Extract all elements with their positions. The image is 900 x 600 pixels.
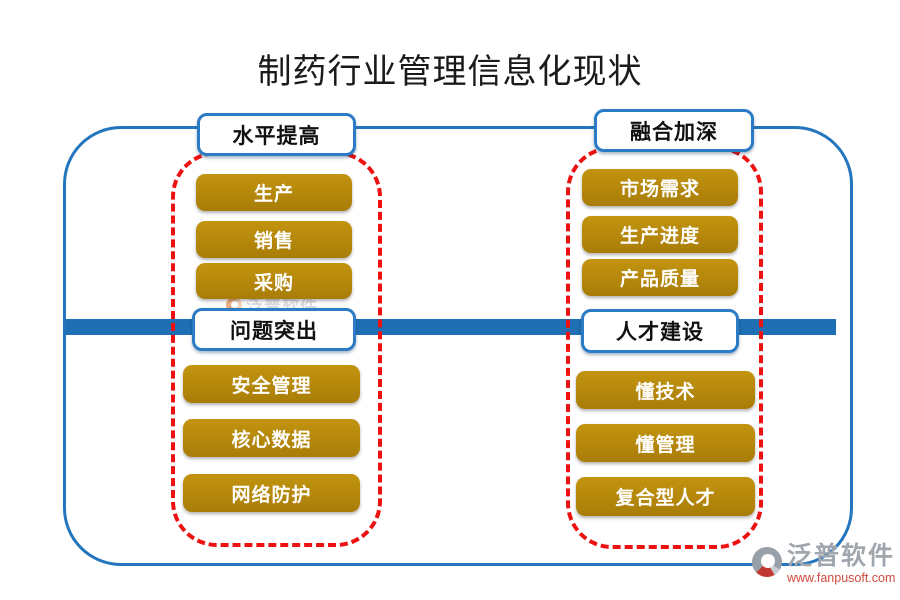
page-title: 制药行业管理信息化现状 bbox=[257, 54, 643, 91]
item-caigou: 采购 bbox=[196, 263, 352, 299]
item-xiaoshou: 销售 bbox=[196, 221, 352, 258]
label-ronghe-jiashen: 融合加深 bbox=[594, 109, 754, 152]
fanpu-brand-text: 泛普软件 bbox=[787, 543, 896, 570]
label-wenti-tuchu: 问题突出 bbox=[192, 308, 356, 351]
item-shengchan-jindu: 生产进度 bbox=[582, 216, 738, 253]
label-rencai-jianshe: 人才建设 bbox=[581, 309, 739, 353]
item-dong-jishu: 懂技术 bbox=[576, 371, 755, 409]
item-fuhexing-rencai: 复合型人才 bbox=[576, 477, 755, 516]
label-shuiping-tigao: 水平提高 bbox=[197, 113, 356, 156]
item-anquan-guanli: 安全管理 bbox=[183, 365, 360, 403]
item-wangluo-fanghu: 网络防护 bbox=[183, 474, 360, 512]
outer-rounded-frame bbox=[63, 126, 853, 566]
fanpu-logo-icon bbox=[752, 547, 782, 577]
fanpu-logo: 泛普软件 www.fanpusoft.com bbox=[752, 544, 895, 585]
item-hexin-shuju: 核心数据 bbox=[183, 419, 360, 457]
item-dong-guanli: 懂管理 bbox=[576, 424, 755, 462]
fanpu-url-text: www.fanpusoft.com bbox=[787, 571, 896, 585]
item-shichang-xuqiu: 市场需求 bbox=[582, 169, 738, 206]
item-shengchan: 生产 bbox=[196, 174, 352, 211]
item-chanpin-zhiliang: 产品质量 bbox=[582, 259, 738, 296]
